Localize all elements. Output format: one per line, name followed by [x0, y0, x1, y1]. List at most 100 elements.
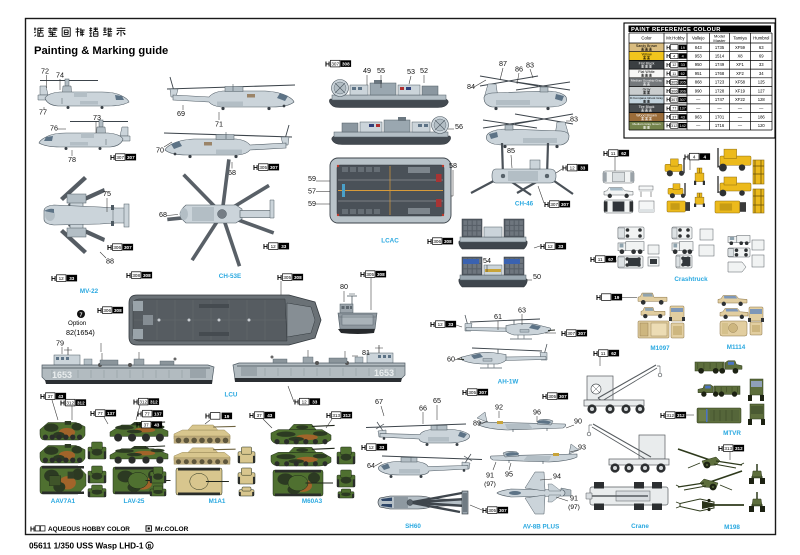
svg-text:Crane: Crane	[631, 523, 649, 530]
svg-text:H: H	[30, 527, 35, 534]
svg-text:—: —	[738, 123, 743, 128]
svg-text:Wood Brown: Wood Brown	[636, 114, 657, 118]
svg-text:54: 54	[483, 256, 491, 265]
svg-text:58: 58	[449, 161, 457, 170]
svg-text:308: 308	[294, 275, 302, 280]
svg-text:43: 43	[154, 423, 160, 428]
svg-text:H: H	[253, 165, 258, 172]
svg-text:91: 91	[486, 471, 494, 480]
svg-text:LAV-25: LAV-25	[124, 498, 145, 505]
svg-text:137: 137	[107, 411, 115, 416]
svg-text:H: H	[277, 275, 282, 282]
svg-text:XF2: XF2	[736, 71, 744, 76]
svg-text:62: 62	[611, 351, 617, 356]
svg-text:—: —	[696, 123, 701, 128]
svg-text:—: —	[696, 106, 701, 111]
svg-text:37: 37	[257, 413, 263, 418]
svg-text:137: 137	[154, 412, 162, 417]
svg-text:11: 11	[598, 257, 603, 262]
svg-text:H: H	[430, 322, 435, 329]
svg-text:H: H	[361, 445, 366, 452]
svg-text:H: H	[718, 446, 723, 453]
svg-text:4: 4	[673, 55, 675, 59]
svg-text:19: 19	[614, 295, 620, 300]
svg-text:—: —	[759, 106, 764, 111]
svg-text:305: 305	[259, 165, 267, 170]
svg-text:H: H	[666, 106, 670, 112]
svg-text:1653: 1653	[374, 368, 394, 378]
svg-text:142: 142	[680, 124, 686, 128]
svg-text:H: H	[542, 394, 547, 401]
svg-text:125: 125	[758, 80, 766, 85]
svg-text:33: 33	[759, 62, 764, 67]
svg-text:312: 312	[77, 401, 85, 406]
svg-text:PAINT REFERENCE COLOUR: PAINT REFERENCE COLOUR	[631, 27, 721, 33]
svg-text:312: 312	[671, 124, 677, 128]
svg-text:B: B	[148, 544, 152, 550]
svg-text:12: 12	[672, 63, 676, 67]
svg-text:90: 90	[574, 417, 582, 426]
svg-text:61: 61	[494, 312, 502, 321]
svg-text:306: 306	[113, 245, 121, 250]
svg-text:1716: 1716	[715, 123, 725, 128]
svg-text:62: 62	[681, 72, 685, 76]
svg-text:LCAC: LCAC	[381, 238, 399, 245]
svg-text:H: H	[482, 508, 487, 515]
svg-text:306: 306	[433, 239, 441, 244]
svg-text:307: 307	[331, 62, 339, 67]
svg-text:80: 80	[340, 282, 348, 291]
svg-text:H: H	[90, 411, 95, 418]
svg-text:83: 83	[526, 61, 534, 70]
svg-text:77: 77	[672, 107, 676, 111]
svg-text:137: 137	[680, 107, 686, 111]
svg-text:91: 91	[570, 494, 578, 503]
svg-text:308: 308	[444, 239, 452, 244]
svg-text:12: 12	[570, 166, 576, 171]
svg-text:M198: M198	[724, 524, 740, 531]
svg-text:120: 120	[758, 123, 766, 128]
svg-text:79: 79	[56, 339, 64, 348]
svg-text:MTVR: MTVR	[723, 430, 741, 437]
svg-text:76: 76	[50, 124, 58, 133]
svg-text:H: H	[603, 151, 608, 158]
svg-text:307: 307	[567, 331, 575, 336]
svg-text:312: 312	[343, 413, 351, 418]
svg-text:CH-53E: CH-53E	[219, 273, 241, 280]
svg-text:SH60: SH60	[405, 523, 421, 530]
svg-text:H: H	[110, 155, 115, 162]
svg-text:12: 12	[271, 244, 277, 249]
svg-text:312: 312	[139, 400, 147, 405]
svg-text:Option: Option	[68, 320, 87, 327]
svg-text:MV-22: MV-22	[80, 288, 99, 295]
svg-text:72: 72	[41, 67, 49, 76]
svg-text:H: H	[427, 239, 432, 246]
svg-text:307: 307	[671, 98, 677, 102]
svg-text:33: 33	[681, 63, 685, 67]
svg-text:1747: 1747	[715, 97, 725, 102]
svg-text:H: H	[249, 413, 254, 420]
svg-text:85: 85	[507, 146, 515, 155]
svg-text:Master: Master	[713, 38, 726, 43]
svg-text:H: H	[326, 413, 331, 420]
svg-text:12: 12	[548, 244, 554, 249]
svg-text:74: 74	[56, 71, 64, 80]
svg-text:Medium Gray Green: Medium Gray Green	[632, 122, 660, 126]
svg-text:49: 49	[363, 66, 371, 75]
svg-text:990: 990	[695, 88, 703, 93]
svg-text:H: H	[561, 331, 566, 338]
svg-text:33: 33	[281, 244, 287, 249]
svg-text:82(1654): 82(1654)	[66, 328, 95, 337]
svg-text:57: 57	[308, 187, 316, 196]
svg-text:37: 37	[48, 394, 54, 399]
svg-text:128: 128	[758, 97, 766, 102]
svg-text:Sandy Brown: Sandy Brown	[636, 44, 657, 48]
svg-text:43: 43	[58, 394, 64, 399]
svg-text:H: H	[462, 390, 467, 397]
svg-text:12: 12	[59, 276, 65, 281]
svg-text:305: 305	[680, 81, 686, 85]
svg-text:H: H	[97, 308, 102, 315]
svg-text:H: H	[40, 394, 45, 401]
svg-text:33: 33	[379, 445, 385, 450]
svg-text:63: 63	[518, 306, 526, 315]
svg-text:308: 308	[377, 272, 385, 277]
